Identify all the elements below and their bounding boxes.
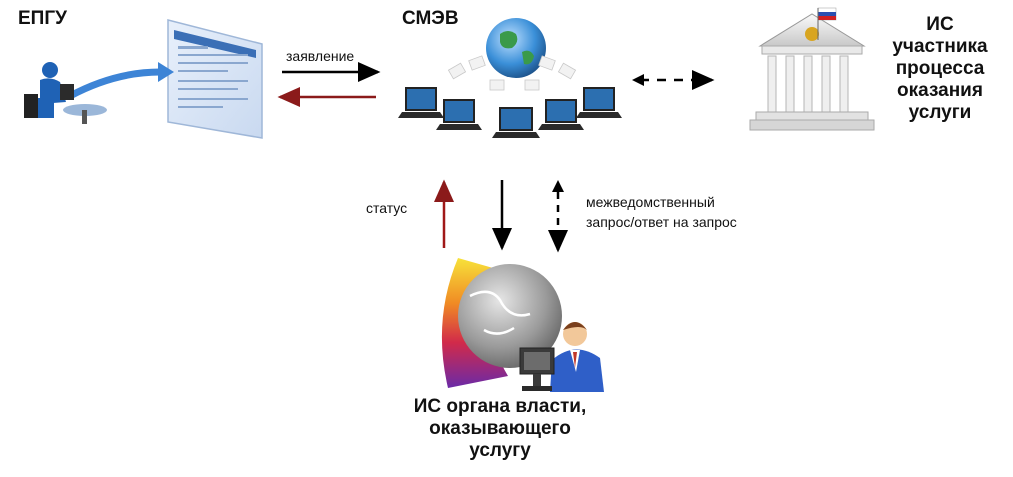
authority-title: ИС органа власти, оказывающего услугу xyxy=(380,396,620,462)
government-building-icon xyxy=(750,8,874,130)
portal-page-icon xyxy=(168,20,262,138)
participant-title-line: услуги xyxy=(876,102,1004,124)
interagency-label: межведомственный запрос/ответ на запрос xyxy=(586,192,737,232)
authority-illustration xyxy=(442,258,604,392)
laptop-icons xyxy=(398,88,622,138)
smev-title: СМЭВ xyxy=(402,8,459,30)
globe-icon xyxy=(486,18,546,78)
participant-title-line: оказания xyxy=(876,80,1004,102)
curved-arrow-icon xyxy=(70,72,160,96)
participant-title-line: участника xyxy=(876,36,1004,58)
status-label: статус xyxy=(366,200,407,216)
participant-title: ИС участника процесса оказания услуги xyxy=(876,14,1004,124)
authority-title-line: услугу xyxy=(380,440,620,462)
application-label: заявление xyxy=(286,48,354,64)
interagency-label-line: межведомственный xyxy=(586,192,737,212)
epgu-title: ЕПГУ xyxy=(18,8,67,30)
user-at-desk-icon xyxy=(24,62,107,124)
epgu-illustration xyxy=(24,20,262,138)
interagency-label-line: запрос/ответ на запрос xyxy=(586,212,737,232)
authority-title-line: оказывающего xyxy=(380,418,620,440)
participant-title-line: ИС xyxy=(876,14,1004,36)
participant-title-line: процесса xyxy=(876,58,1004,80)
smev-illustration xyxy=(398,18,622,138)
authority-title-line: ИС органа власти, xyxy=(380,396,620,418)
